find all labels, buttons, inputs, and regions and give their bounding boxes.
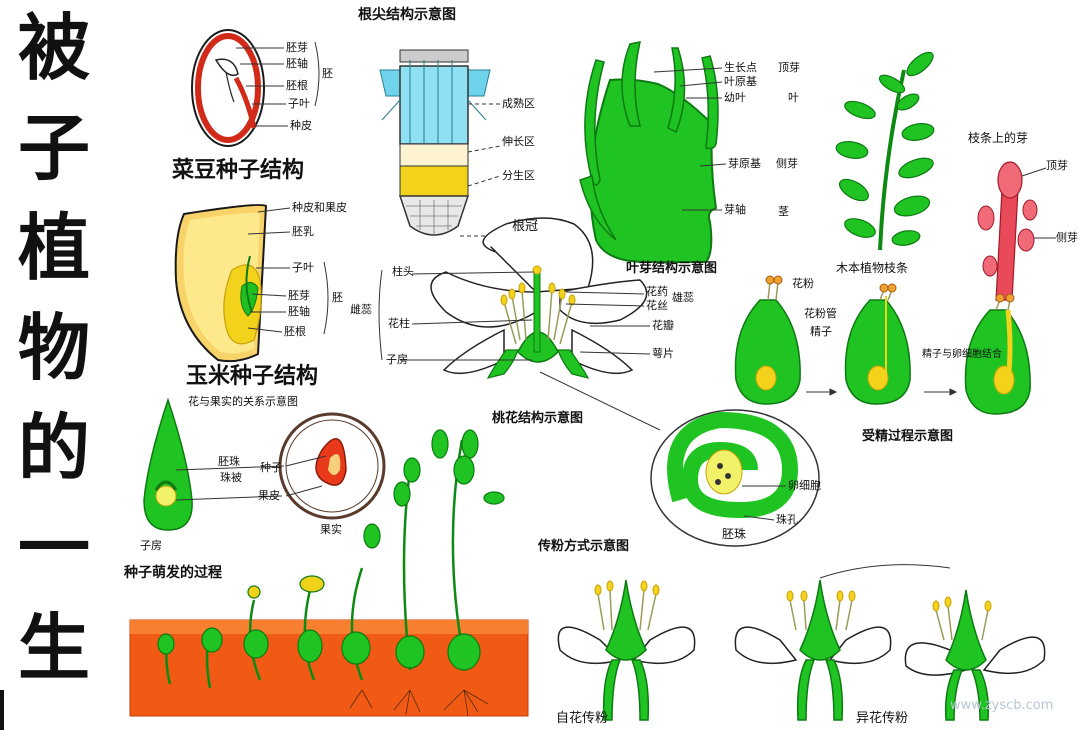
site-watermark: www.zyscb.com bbox=[950, 698, 1054, 713]
root-label-maturation: 成熟区 bbox=[502, 97, 535, 110]
bean-label-cotyledon: 子叶 bbox=[288, 97, 310, 110]
root-label-meristem: 分生区 bbox=[502, 169, 535, 182]
bud-label-terminal-bud: 顶芽 bbox=[778, 61, 800, 74]
root-tip-diagram bbox=[379, 49, 510, 237]
flower-label-stamen: 雄蕊 bbox=[672, 291, 694, 304]
flower-label-stigma: 柱头 bbox=[392, 265, 414, 278]
corn-label-endosperm: 胚乳 bbox=[292, 225, 314, 238]
germination-caption: 种子萌发的过程 bbox=[124, 565, 222, 581]
ovule-label-egg: 卵细胞 bbox=[788, 479, 821, 492]
bud-label-stem: 茎 bbox=[778, 205, 789, 218]
peach-flower-caption: 桃花结构示意图 bbox=[492, 411, 584, 426]
flower-label-style: 花柱 bbox=[388, 317, 410, 330]
bud-label-growth-point: 生长点 bbox=[724, 61, 757, 74]
bean-seed-diagram bbox=[191, 29, 320, 147]
flower-label-sepal: 萼片 bbox=[652, 347, 674, 360]
title-char-7: 生 bbox=[17, 606, 90, 690]
root-tip-caption: 根尖结构示意图 bbox=[358, 7, 456, 23]
bud-label-bud-primordium: 芽原基 bbox=[728, 157, 761, 170]
corn-seed-caption: 玉米种子结构 bbox=[186, 364, 319, 389]
flower-label-anther: 花药 bbox=[646, 285, 668, 298]
fert-label-pollen-tube: 花粉管 bbox=[804, 307, 837, 320]
fruit-label-peel: 果皮 bbox=[258, 489, 280, 502]
germination-diagram bbox=[129, 429, 529, 717]
fert-label-sperm-egg: 精子与卵细胞结合 bbox=[922, 349, 1002, 360]
title-char-4: 物 bbox=[17, 306, 90, 390]
title-char-3: 植 bbox=[17, 206, 90, 290]
bean-label-radicle: 胚根 bbox=[286, 79, 308, 92]
corn-label-seed-coat: 种皮和果皮 bbox=[292, 201, 347, 214]
flower-label-ovary: 子房 bbox=[386, 353, 408, 366]
branch-bud-caption: 枝条上的芽 bbox=[968, 131, 1029, 145]
fruit-label-integument: 珠被 bbox=[220, 471, 242, 484]
bean-label-seed-coat: 种皮 bbox=[290, 119, 312, 132]
dicot-branch-caption: 木本植物枝条 bbox=[836, 261, 909, 275]
fruit-label-ovule: 胚珠 bbox=[218, 455, 240, 468]
corn-label-cotyledon: 子叶 bbox=[292, 261, 314, 274]
root-label-elongation: 伸长区 bbox=[502, 135, 535, 148]
self-pollination-caption: 自花传粉 bbox=[556, 711, 609, 726]
corn-label-embryo: 胚 bbox=[332, 291, 343, 304]
bud-label-leaf-primordium: 叶原基 bbox=[724, 75, 757, 88]
title-char-6: 一 bbox=[17, 506, 90, 590]
bean-label-plumule: 胚芽 bbox=[286, 41, 308, 54]
flower-label-petal: 花瓣 bbox=[652, 319, 674, 332]
leaf-bud-diagram bbox=[579, 41, 727, 263]
pollination-caption: 传粉方式示意图 bbox=[538, 539, 630, 554]
twig-label-side: 侧芽 bbox=[1056, 231, 1078, 244]
fert-label-sperm: 精子 bbox=[810, 325, 832, 338]
corn-seed-diagram bbox=[174, 204, 329, 363]
flower-label-filament: 花丝 bbox=[646, 299, 668, 312]
title-char-5: 的 bbox=[17, 406, 90, 490]
bean-label-hypocotyl: 胚轴 bbox=[286, 57, 308, 70]
fertilization-caption: 受精过程示意图 bbox=[862, 429, 954, 444]
pollination-diagram bbox=[557, 564, 1046, 721]
title-char-2: 子 bbox=[17, 106, 90, 190]
bud-label-leaf: 叶 bbox=[788, 91, 799, 104]
fruit-label-seed: 种子 bbox=[260, 461, 282, 474]
flower-fruit-diagram bbox=[143, 397, 386, 531]
bean-seed-caption: 菜豆种子结构 bbox=[172, 158, 305, 183]
corn-label-radicle: 胚根 bbox=[284, 325, 306, 338]
leafy-branch-diagram bbox=[835, 51, 935, 251]
fert-label-pollen: 花粉 bbox=[792, 277, 814, 290]
bud-label-lateral-bud: 侧芽 bbox=[776, 157, 798, 170]
ovule-detail-diagram bbox=[539, 371, 820, 547]
fertilization-diagram bbox=[734, 275, 1031, 415]
corn-label-plumule: 胚芽 bbox=[288, 289, 310, 302]
peach-flower-diagram bbox=[378, 217, 651, 379]
flower-fruit-caption: 花与果实的关系示意图 bbox=[188, 395, 298, 408]
ovary-caption: 子房 bbox=[140, 539, 162, 552]
ovule-label-micropyle: 珠孔 bbox=[776, 513, 798, 526]
twig-bud-diagram bbox=[977, 161, 1056, 301]
bud-label-young-leaf: 幼叶 bbox=[724, 91, 746, 104]
flower-label-pistil: 雌蕊 bbox=[350, 303, 372, 316]
corn-label-hypocotyl: 胚轴 bbox=[288, 305, 310, 318]
bean-label-embryo: 胚 bbox=[322, 67, 333, 80]
cross-pollination-caption: 异花传粉 bbox=[856, 711, 909, 726]
leaf-bud-caption: 叶芽结构示意图 bbox=[626, 261, 718, 276]
fruit-caption: 果实 bbox=[320, 523, 342, 536]
bud-label-bud-axis: 芽轴 bbox=[724, 203, 746, 216]
title-char-1: 被 bbox=[17, 6, 90, 90]
root-label-cap: 根冠 bbox=[512, 219, 539, 234]
twig-label-top: 顶芽 bbox=[1046, 159, 1068, 172]
ovule-caption: 胚珠 bbox=[722, 527, 747, 541]
